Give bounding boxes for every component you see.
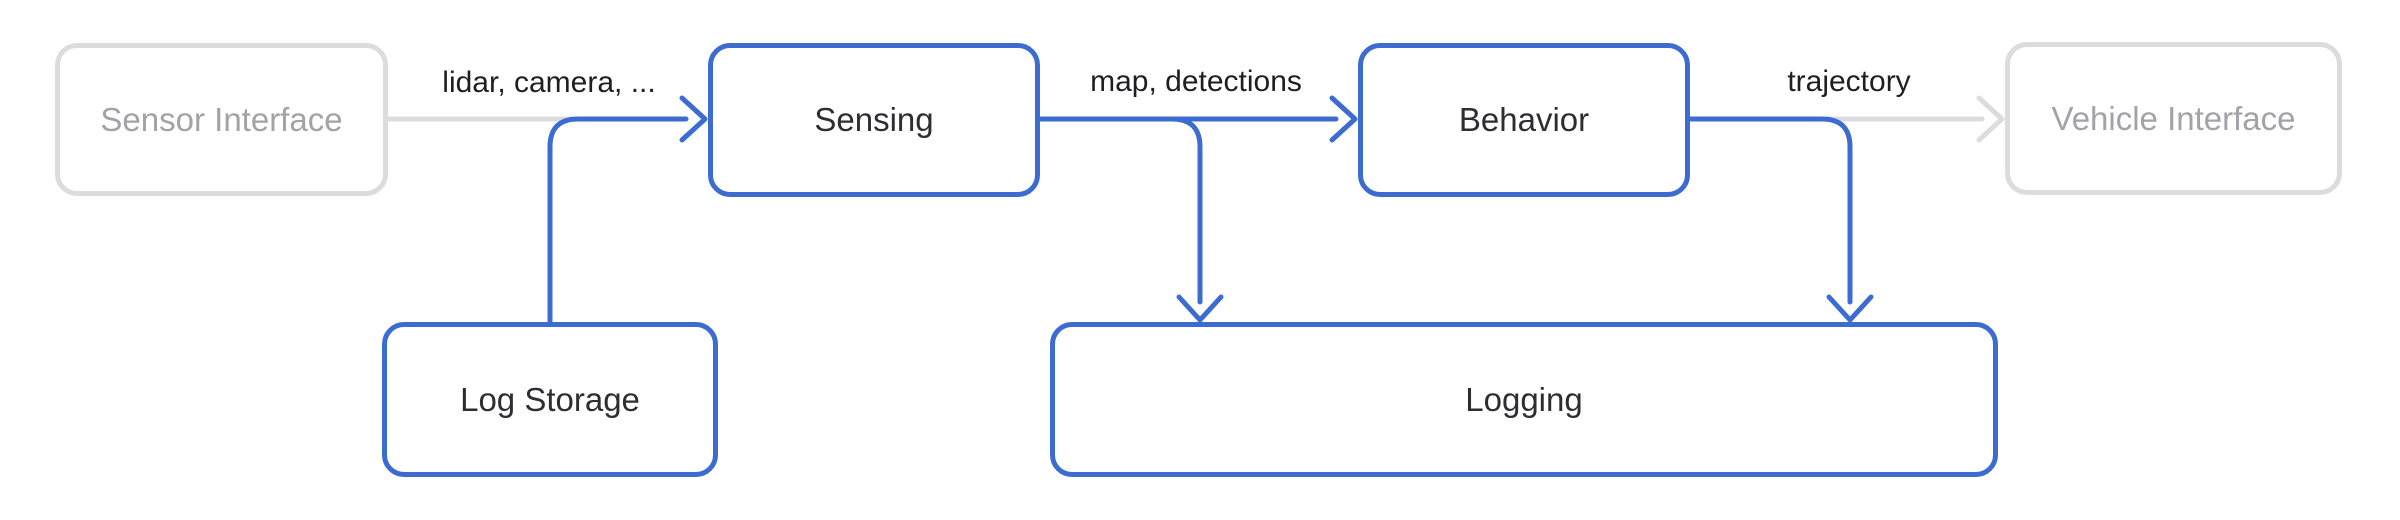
edge-sensing-to-logging [1037,116,1224,323]
node-logging-label: Logging [1465,380,1583,418]
node-log-storage: Log Storage [382,322,718,477]
node-sensor-interface-label: Sensor Interface [100,100,343,138]
node-log-storage-label: Log Storage [460,380,640,418]
node-behavior-label: Behavior [1458,101,1590,138]
edge-log-storage-to-sensing [547,95,708,325]
node-vehicle-interface: Vehicle Interface [2005,42,2342,195]
node-sensing: Sensing [708,43,1040,197]
node-sensing-label: Sensing [814,101,934,138]
node-behavior: Behavior [1358,43,1690,197]
edge-label-trajectory: trajectory [1787,65,1911,98]
edge-label-lidar-camera: lidar, camera, ... [442,66,656,99]
node-logging: Logging [1050,322,1998,477]
edge-label-map-detections: map, detections [1090,65,1302,98]
node-vehicle-interface-label: Vehicle Interface [2051,99,2296,137]
node-sensor-interface: Sensor Interface [55,43,388,196]
edge-behavior-to-logging [1687,116,1874,323]
